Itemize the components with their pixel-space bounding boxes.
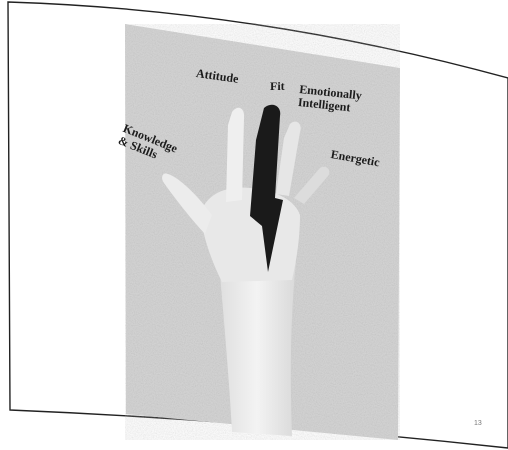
hand-photo	[125, 24, 400, 440]
page-number: 13	[474, 420, 482, 427]
label-fit: Fit	[270, 80, 285, 93]
